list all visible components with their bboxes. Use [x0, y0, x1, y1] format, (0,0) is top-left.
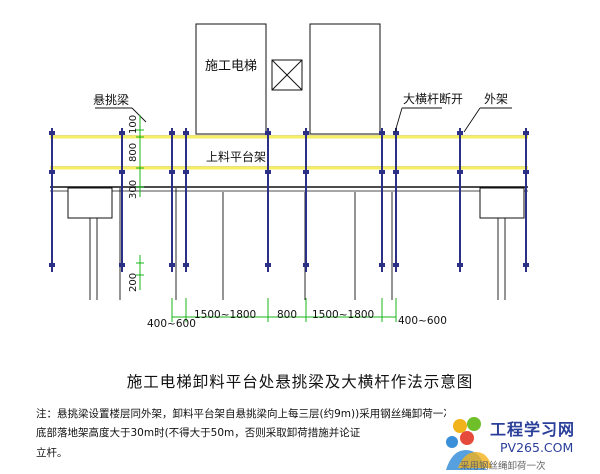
pole-joint	[169, 131, 175, 135]
pole-joint	[183, 263, 189, 267]
diagram-caption: 施工电梯卸料平台处悬挑梁及大横杆作法示意图	[126, 373, 474, 391]
pole-joint	[303, 131, 309, 135]
dim-200: 200	[128, 273, 139, 292]
pole-joint	[49, 263, 55, 267]
pole-joint	[49, 170, 55, 174]
pole-joint	[379, 263, 385, 267]
elevator-box	[195, 23, 267, 135]
watermark-people-icon	[446, 417, 492, 470]
pole-joint	[183, 131, 189, 135]
pole-joint	[379, 170, 385, 174]
dim-400-600-right: 400~600	[398, 315, 447, 327]
watermark-overlay: 采用钢丝绳卸荷一次	[460, 461, 546, 472]
pole-joint	[457, 170, 463, 174]
dim-1500-1800-left: 1500~1800	[194, 309, 256, 321]
watermark: 工程学习网 PV265.COM 采用钢丝绳卸荷一次	[440, 410, 600, 474]
pole-joint	[119, 131, 125, 135]
pole-joint	[169, 170, 175, 174]
vertical-dimension	[136, 115, 144, 290]
dim-300: 300	[128, 180, 139, 199]
leader-outer-tail	[463, 107, 481, 133]
pole-joint	[457, 263, 463, 267]
cantilever-label: 悬挑梁	[93, 92, 129, 107]
pole-joint	[303, 263, 309, 267]
pole-joints	[49, 131, 529, 267]
watermark-title: 工程学习网	[490, 420, 576, 439]
watermark-site: PV265.COM	[500, 440, 574, 455]
leader-lines	[95, 107, 512, 133]
ledgers	[50, 135, 528, 170]
poles	[51, 128, 527, 272]
hoist-cage-cross-b	[271, 59, 303, 91]
dim-1500-1800-right: 1500~1800	[312, 309, 374, 321]
pole-joint	[523, 263, 529, 267]
ledger-edges	[50, 135, 528, 167]
pole-joint	[119, 263, 125, 267]
leader-break-tail	[394, 107, 403, 133]
pole-joint	[379, 131, 385, 135]
pole-joint	[303, 170, 309, 174]
horizontal-dimension	[171, 298, 397, 322]
dim-400-600-left: 400~600	[147, 318, 196, 330]
pole-joint	[393, 131, 399, 135]
foundation-lines	[89, 188, 506, 300]
pole-joint	[393, 170, 399, 174]
note-line-3: 立杆。	[36, 447, 68, 459]
elevator-label: 施工电梯	[205, 59, 257, 74]
ledger-break-label: 大横杆断开	[403, 91, 463, 106]
pole-joint	[265, 263, 271, 267]
left-foundation-box	[67, 187, 113, 219]
pole-joint	[183, 170, 189, 174]
pole-joint	[119, 170, 125, 174]
pole-joint	[49, 131, 55, 135]
pole-joint	[169, 263, 175, 267]
dim-800-bottom: 800	[277, 309, 297, 321]
pole-joint	[457, 131, 463, 135]
dim-100: 100	[128, 115, 139, 134]
right-foundation-box	[479, 187, 525, 219]
counterweight-box	[309, 23, 381, 135]
pole-joint	[523, 170, 529, 174]
leader-cantilever-tail	[131, 107, 147, 123]
dim-800: 800	[128, 143, 139, 162]
note-line-1: 注：悬挑梁设置楼层同外架，卸料平台架自悬挑梁向上每三层(约9m))采用钢丝绳卸荷…	[36, 408, 446, 420]
pole-joint	[393, 263, 399, 267]
note-line-2: 底部落地架高度大于30m时(不得大于50m，否则采取卸荷措施并论证	[36, 427, 361, 439]
pole-joint	[265, 131, 271, 135]
pole-joint	[523, 131, 529, 135]
outer-frame-label: 外架	[484, 92, 508, 106]
platform-label: 上料平台架	[206, 149, 266, 164]
pole-joint	[265, 170, 271, 174]
